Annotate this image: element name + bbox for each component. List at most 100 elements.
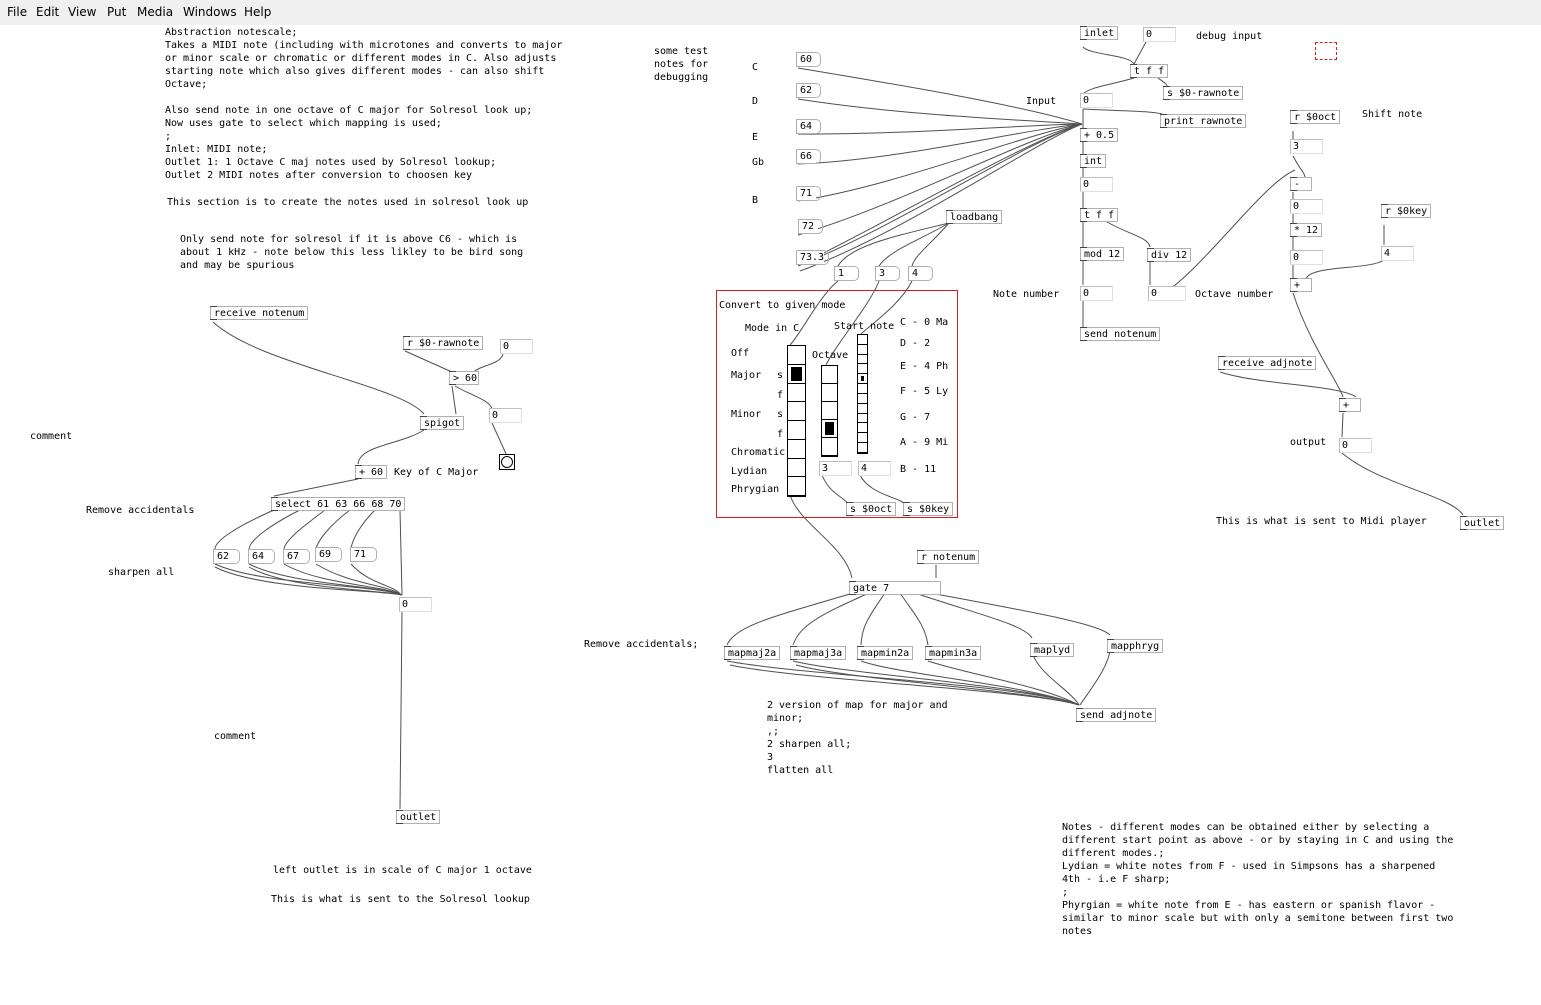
radio-cell[interactable] — [788, 459, 805, 478]
radio-cell[interactable] — [788, 477, 805, 496]
menu-put[interactable]: Put — [107, 5, 127, 19]
radio-cell[interactable] — [858, 433, 867, 444]
plus-half-object[interactable]: + 0.5 — [1080, 128, 1119, 142]
select-object[interactable]: select 61 63 66 68 70 — [271, 497, 406, 511]
radio-cell[interactable] — [858, 365, 867, 375]
test-message[interactable]: 73.3 — [796, 250, 829, 265]
debug-number-box[interactable]: 0 — [1143, 27, 1176, 42]
r-oct-object[interactable]: r $0oct — [1290, 110, 1341, 124]
receive-adjnote-object[interactable]: receive adjnote — [1218, 356, 1317, 370]
sharp-message[interactable]: 62 — [213, 549, 240, 564]
trigger-object[interactable]: t f f — [1130, 64, 1169, 78]
r-key-object[interactable]: r $0key — [1381, 204, 1432, 218]
radio-cell[interactable] — [858, 443, 867, 453]
loadbang-message[interactable]: 3 — [875, 266, 900, 281]
mod-object[interactable]: mod 12 — [1080, 247, 1125, 261]
times-number-box[interactable]: 0 — [1290, 250, 1323, 265]
radio-cell[interactable] — [788, 421, 805, 440]
plus-object[interactable]: + — [1290, 278, 1312, 292]
octave-number-box[interactable]: 3 — [819, 461, 852, 476]
sharp-message[interactable]: 71 — [350, 547, 377, 562]
radio-cell[interactable] — [858, 355, 867, 365]
radio-cell[interactable] — [858, 424, 867, 434]
test-message[interactable]: 66 — [796, 149, 821, 164]
menu-media[interactable]: Media — [137, 5, 174, 19]
plus-60-object[interactable]: + 60 — [355, 465, 388, 479]
test-message[interactable]: 64 — [796, 119, 821, 134]
maplyd-object[interactable]: maplyd — [1030, 643, 1075, 657]
radio-cell[interactable] — [858, 374, 867, 385]
gate-object[interactable]: gate 7 — [849, 581, 941, 595]
radio-cell[interactable] — [788, 440, 805, 459]
octave-radio[interactable] — [821, 365, 838, 457]
r-rawnote-object[interactable]: r $0-rawnote — [403, 336, 484, 350]
test-message[interactable]: 60 — [796, 52, 821, 67]
send-notenum-object[interactable]: send notenum — [1080, 327, 1161, 341]
send-oct-object[interactable]: s $0oct — [846, 502, 897, 516]
radio-cell[interactable] — [822, 420, 837, 438]
mapphryg-object[interactable]: mapphryg — [1107, 639, 1164, 653]
radio-cell[interactable] — [822, 366, 837, 384]
radio-cell[interactable] — [822, 384, 837, 402]
greater-than-object[interactable]: > 60 — [449, 371, 479, 385]
key-number-box[interactable]: 4 — [858, 461, 891, 476]
sharp-message[interactable]: 64 — [248, 549, 275, 564]
mapmin2a-object[interactable]: mapmin2a — [857, 646, 914, 660]
result-number-box[interactable]: 0 — [399, 597, 432, 612]
minus-object[interactable]: - — [1290, 177, 1312, 191]
mapmaj3a-object[interactable]: mapmaj3a — [790, 646, 847, 660]
mod-number-box[interactable]: 0 — [1080, 286, 1113, 301]
loadbang-object[interactable]: loadbang — [946, 210, 1003, 224]
bang-button[interactable] — [499, 454, 515, 470]
sharp-message[interactable]: 69 — [315, 547, 342, 562]
spigot-number-box[interactable]: 0 — [489, 408, 522, 423]
key-shift-number-box[interactable]: 4 — [1381, 246, 1414, 261]
input-number-box[interactable]: 0 — [1080, 93, 1113, 108]
plus-output-object[interactable]: + — [1339, 398, 1361, 412]
inlet-object[interactable]: inlet — [1080, 26, 1119, 40]
menu-view[interactable]: View — [68, 5, 97, 19]
radio-cell[interactable] — [788, 365, 805, 384]
print-rawnote-object[interactable]: print rawnote — [1160, 114, 1247, 128]
spigot-object[interactable]: spigot — [420, 416, 465, 430]
oct-number-box[interactable]: 3 — [1290, 139, 1323, 154]
radio-cell[interactable] — [822, 402, 837, 420]
mapmaj2a-object[interactable]: mapmaj2a — [724, 646, 781, 660]
send-adjnote-object[interactable]: send adjnote — [1076, 708, 1157, 722]
radio-cell[interactable] — [858, 345, 867, 355]
mapmin3a-object[interactable]: mapmin3a — [925, 646, 982, 660]
radio-cell[interactable] — [858, 394, 867, 404]
radio-cell[interactable] — [858, 384, 867, 394]
empty-selection-box[interactable] — [1315, 42, 1337, 60]
outlet-left-object[interactable]: outlet — [396, 810, 441, 824]
radio-cell[interactable] — [858, 335, 867, 345]
radio-cell[interactable] — [858, 414, 867, 424]
div-number-box[interactable]: 0 — [1148, 286, 1186, 301]
int-number-box[interactable]: 0 — [1080, 177, 1113, 192]
radio-cell[interactable] — [822, 438, 837, 456]
r-notenum-object[interactable]: r notenum — [917, 550, 980, 564]
start-note-radio[interactable] — [857, 334, 868, 454]
patch-canvas[interactable]: Abstraction notescale; Takes a MIDI note… — [0, 25, 1541, 1005]
times-12-object[interactable]: * 12 — [1290, 223, 1323, 237]
loadbang-message[interactable]: 4 — [908, 266, 933, 281]
receive-notenum-object[interactable]: receive notenum — [210, 306, 309, 320]
menu-windows[interactable]: Windows — [183, 5, 237, 19]
radio-cell[interactable] — [788, 402, 805, 421]
send-rawnote-object[interactable]: s $0-rawnote — [1163, 86, 1244, 100]
outlet-right-object[interactable]: outlet — [1460, 516, 1505, 530]
test-message[interactable]: 62 — [796, 83, 821, 98]
loadbang-message[interactable]: 1 — [834, 266, 859, 281]
menu-help[interactable]: Help — [244, 5, 272, 19]
raw-number-box[interactable]: 0 — [500, 339, 533, 354]
test-message[interactable]: 71 — [796, 186, 821, 201]
radio-cell[interactable] — [788, 384, 805, 403]
div-object[interactable]: div 12 — [1147, 248, 1192, 262]
radio-cell[interactable] — [788, 346, 805, 365]
send-key-object[interactable]: s $0key — [903, 502, 954, 516]
radio-cell[interactable] — [858, 404, 867, 414]
sharp-message[interactable]: 67 — [283, 549, 310, 564]
test-message[interactable]: 72 — [798, 219, 823, 234]
trigger-object[interactable]: t f f — [1080, 208, 1119, 222]
int-object[interactable]: int — [1080, 154, 1107, 168]
